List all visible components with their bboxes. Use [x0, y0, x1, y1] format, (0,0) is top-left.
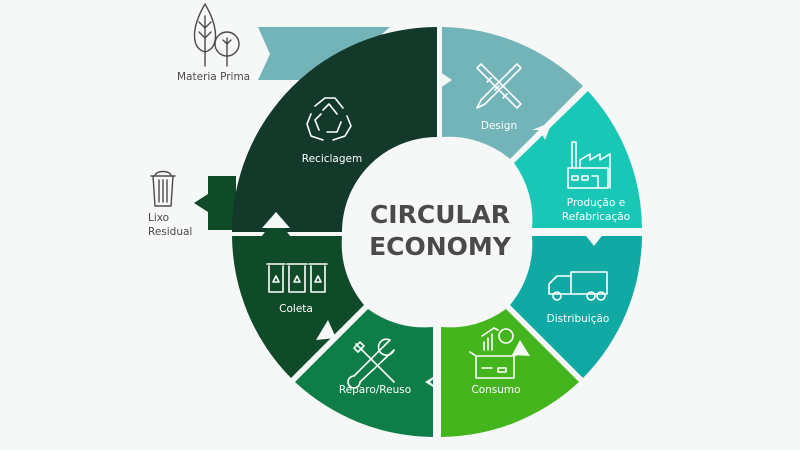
truck-icon	[548, 271, 608, 301]
trees-icon	[193, 3, 240, 67]
materia-prima-arrow	[258, 27, 390, 80]
label-producao-line1: Produção e	[567, 197, 625, 209]
lixo-residual-arrow	[194, 176, 236, 230]
center-title-line1: CIRCULAR	[370, 200, 510, 229]
trash-can-icon	[150, 170, 176, 207]
label-reparo: Reparo/Reuso	[339, 384, 411, 396]
label-distribuicao: Distribuição	[547, 313, 610, 325]
segment-producao[interactable]	[514, 91, 642, 228]
segment-consumo[interactable]	[441, 309, 579, 437]
label-producao-line2: Refabricação	[562, 211, 630, 223]
recycle-icon	[306, 97, 352, 141]
label-coleta: Coleta	[279, 303, 313, 315]
center-circle	[345, 140, 529, 324]
factory-icon	[567, 141, 611, 189]
label-design: Design	[481, 120, 517, 132]
label-consumo: Consumo	[471, 384, 520, 396]
label-lixo: Lixo	[148, 212, 169, 224]
pencil-ruler-icon	[476, 63, 522, 109]
label-residual: Residual	[148, 226, 192, 238]
label-materia-prima: Materia Prima	[177, 71, 250, 83]
flow-arrows	[262, 70, 608, 392]
recycling-bins-icon	[266, 263, 328, 293]
center-title-line2: ECONOMY	[369, 232, 512, 261]
segment-coleta[interactable]	[232, 236, 364, 378]
label-reciclagem: Reciclagem	[302, 153, 362, 165]
segment-reparo[interactable]	[295, 309, 433, 437]
wrench-screwdriver-icon	[347, 338, 395, 389]
segment-distribuicao[interactable]	[510, 236, 642, 378]
segment-reciclagem[interactable]	[232, 27, 437, 232]
segment-design[interactable]	[442, 27, 583, 159]
box-money-icon	[469, 327, 521, 379]
